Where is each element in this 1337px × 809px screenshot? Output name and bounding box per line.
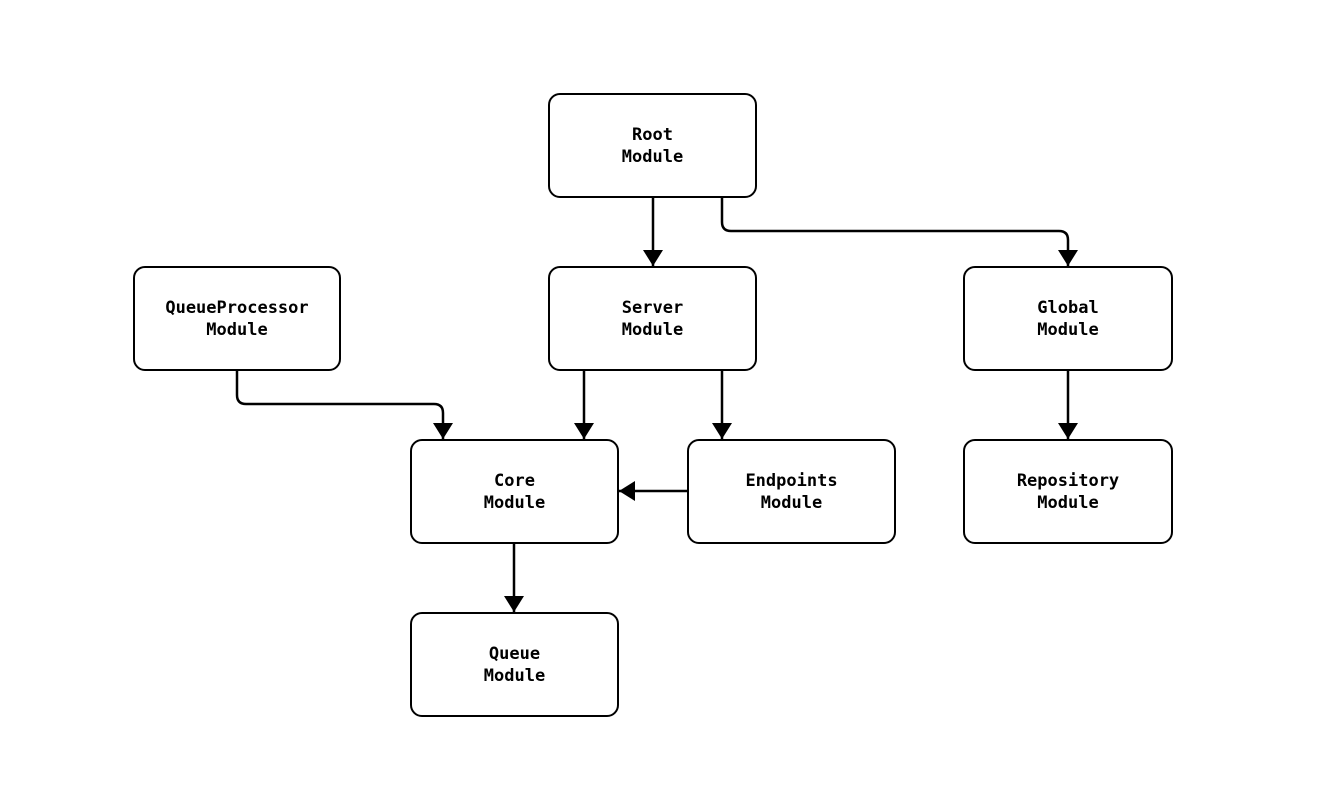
- edge-global-to-repository: [1058, 371, 1078, 439]
- node-label-line: Module: [483, 665, 546, 686]
- edge-core-to-queue: [504, 544, 524, 612]
- node-label-line: Core: [494, 470, 535, 491]
- arrowhead-icon: [1058, 250, 1078, 266]
- node-label-line: Global: [1037, 297, 1099, 318]
- edge-endpoints-to-core: [619, 481, 687, 501]
- node-label-line: Module: [206, 319, 268, 340]
- node-label-line: Module: [621, 146, 684, 167]
- node-label-line: Root: [632, 124, 673, 145]
- edge-root-to-server: [643, 198, 663, 266]
- node-label-line: Repository: [1016, 470, 1120, 491]
- arrowhead-icon: [433, 423, 453, 439]
- arrowhead-icon: [1058, 423, 1078, 439]
- node-label-line: Queue: [488, 643, 541, 664]
- edge-line: [720, 198, 1070, 266]
- node-label-line: Module: [483, 492, 546, 513]
- node-label-line: Module: [1037, 319, 1099, 340]
- node-label-line: Module: [1037, 492, 1099, 513]
- edge-server-to-core: [574, 371, 594, 439]
- node-label-line: QueueProcessor: [165, 297, 309, 318]
- edge-server-to-endpoints: [712, 371, 732, 439]
- node-label-line: Module: [760, 492, 823, 513]
- node-label-line: Module: [621, 319, 684, 340]
- arrowhead-icon: [504, 596, 524, 612]
- edge-root-to-global: [720, 198, 1078, 266]
- edge-line: [235, 371, 445, 439]
- arrowhead-icon: [574, 423, 594, 439]
- arrowhead-icon: [619, 481, 635, 501]
- node-label-line: Endpoints: [745, 470, 838, 491]
- node-label-line: Server: [621, 297, 684, 318]
- arrowhead-icon: [643, 250, 663, 266]
- edge-queueprocessor-to-core: [235, 371, 453, 439]
- arrowhead-icon: [712, 423, 732, 439]
